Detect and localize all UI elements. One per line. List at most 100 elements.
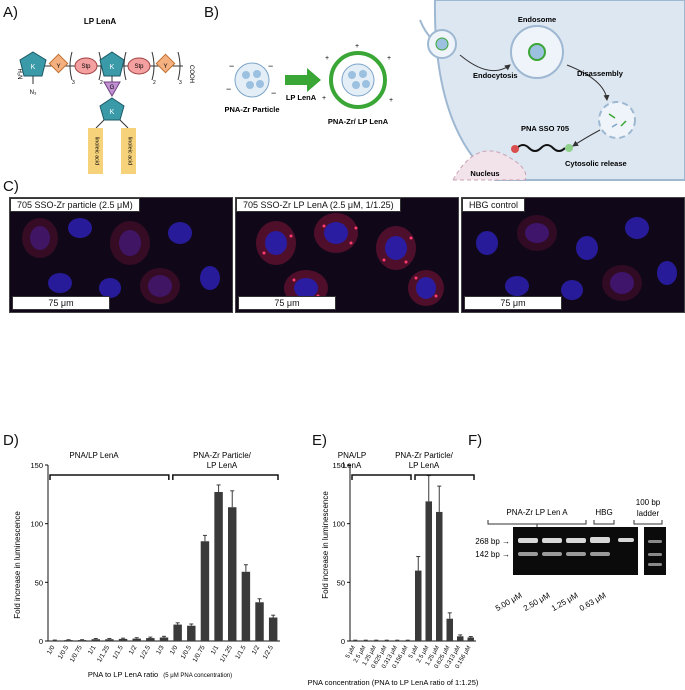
chart-e-group2-line2: LP LenA bbox=[409, 461, 440, 470]
bp-142-label: 142 bp → bbox=[475, 550, 510, 559]
linoleic-acid-chain-2 bbox=[121, 128, 136, 174]
chart-e-ylabel: Fold increase in luminescence bbox=[321, 491, 330, 599]
bar bbox=[393, 640, 401, 641]
complex-label: PNA-Zr/ LP LenA bbox=[328, 117, 389, 126]
stp-repeat-1: 2 bbox=[100, 80, 103, 86]
tyrosine-diamond-1 bbox=[48, 53, 69, 74]
scale-text-3: 75 μm bbox=[500, 298, 526, 308]
scale-bar-2: 75 μm bbox=[238, 296, 336, 310]
gel-electrophoresis-panel: PNA-Zr LP Len A HBG 100 bp ladder 268 bp… bbox=[475, 498, 666, 613]
y-tick-label: 0 bbox=[341, 637, 345, 646]
gel-ladder-label-line2: ladder bbox=[637, 509, 660, 518]
chart-e-group1-line2: LenA bbox=[343, 461, 362, 470]
chart-d-group1-label: PNA/LP LenA bbox=[69, 451, 119, 460]
band-268-lane1 bbox=[518, 538, 538, 543]
chart-d-xlabel-main: PNA to LP LenA ratio bbox=[88, 670, 158, 679]
bar bbox=[241, 571, 251, 641]
chart-e-group1-line1: PNA/LP bbox=[338, 451, 366, 460]
pna-sso-strand bbox=[516, 144, 566, 152]
cell-membrane bbox=[433, 0, 685, 181]
y-tick-label: 150 bbox=[332, 461, 345, 470]
endocytosis-label: Endocytosis bbox=[473, 71, 518, 80]
x-tick-label: 1/1.5 bbox=[234, 644, 247, 660]
y-repeat-1: 3 bbox=[72, 80, 75, 86]
svg-text:+: + bbox=[355, 43, 359, 50]
lp-lena-title: LP LenA bbox=[84, 17, 117, 26]
microscopy-image-particle: 705 SSO-Zr particle (2.5 μM) 75 μm bbox=[9, 197, 233, 313]
linoleic-acid-chain-1 bbox=[88, 128, 103, 174]
bp-268-label: 268 bp → bbox=[475, 537, 510, 546]
bar bbox=[435, 511, 443, 641]
chart-e-pna-concentration: Fold increase in luminescence PNA/LP Len… bbox=[308, 451, 478, 687]
bar bbox=[255, 602, 264, 641]
panel-label-c: C) bbox=[3, 178, 19, 195]
y-tick-label: 100 bbox=[332, 520, 345, 529]
disassembly-label: Disassembly bbox=[577, 69, 624, 78]
chart-e-xlabel: PNA concentration (PNA to LP LenA ratio … bbox=[308, 678, 478, 687]
gel-group-label: PNA-Zr LP Len A bbox=[506, 508, 568, 517]
panel-label-d: D) bbox=[3, 432, 19, 449]
bar bbox=[414, 570, 422, 641]
stp-label-1: Stp bbox=[81, 64, 91, 70]
micro-caption-2: 705 SSO-Zr LP LenA (2.5 μM, 1/1.25) bbox=[236, 198, 401, 212]
pna-sso-label: PNA SSO 705 bbox=[521, 124, 569, 133]
svg-text:+: + bbox=[322, 95, 326, 102]
k-label-bottom: K bbox=[110, 109, 115, 116]
x-tick-label: 1/1.25 bbox=[219, 644, 234, 663]
scale-bar-3: 75 μm bbox=[464, 296, 562, 310]
scale-bar-1: 75 μm bbox=[12, 296, 110, 310]
ladder-band-2 bbox=[648, 553, 662, 556]
panel-label-e: E) bbox=[312, 432, 327, 449]
green-arrow bbox=[285, 68, 321, 92]
x-tick-label: 1/2.5 bbox=[262, 644, 275, 660]
bar bbox=[173, 624, 182, 641]
band-268-hbg bbox=[618, 538, 634, 542]
bar bbox=[200, 541, 210, 641]
panel-label-a: A) bbox=[3, 4, 18, 21]
linoleic-label-2: linoleic acid bbox=[127, 137, 133, 165]
chart-d-group2-label-line2: LP LenA bbox=[207, 461, 238, 470]
ladder-band-3 bbox=[648, 563, 662, 566]
gel-ladder-label-line1: 100 bp bbox=[636, 498, 661, 507]
x-tick-label: 1/0.5 bbox=[57, 644, 70, 660]
bar bbox=[268, 617, 278, 641]
chart-d-xlabel: PNA to LP LenA ratio (5 μM PNA concentra… bbox=[88, 670, 232, 679]
y-tick-label: 150 bbox=[30, 461, 43, 470]
bar bbox=[91, 639, 100, 641]
particle-label: PNA-Zr Particle bbox=[224, 105, 279, 114]
y-tick-label: 100 bbox=[30, 520, 43, 529]
svg-text:+: + bbox=[389, 97, 393, 104]
chart-d-pna-ratio: Fold increase in luminescence PNA/LP Len… bbox=[13, 451, 280, 679]
y-tick-label: 0 bbox=[39, 637, 43, 646]
cells-image-1 bbox=[22, 218, 220, 304]
chart-d-group2-label-line1: PNA-Zr Particle/ bbox=[193, 451, 252, 460]
y-tick-label: 50 bbox=[35, 578, 43, 587]
linoleic-label-1: linoleic acid bbox=[94, 137, 100, 165]
bar bbox=[467, 637, 475, 641]
band-268-lane4 bbox=[590, 537, 610, 543]
stp-label-2: Stp bbox=[134, 64, 144, 70]
bar bbox=[214, 491, 223, 641]
cells-image-3 bbox=[476, 215, 677, 301]
glycine-triangle bbox=[103, 81, 121, 98]
chart-d-ylabel: Fold increase in luminescence bbox=[13, 511, 22, 619]
bar bbox=[105, 639, 114, 641]
svg-text:−: − bbox=[271, 88, 276, 98]
c-terminus-label: COOH bbox=[188, 65, 194, 83]
x-tick-label: 1/1.5 bbox=[111, 644, 124, 660]
x-tick-label: 1/1 bbox=[87, 644, 98, 656]
microscopy-image-lp-lena: 705 SSO-Zr LP LenA (2.5 μM, 1/1.25) 75 μ… bbox=[235, 197, 459, 313]
gel-conc-3: 1.25 μM bbox=[550, 591, 580, 613]
bar bbox=[132, 638, 141, 641]
bar bbox=[64, 640, 73, 641]
panel-label-b: B) bbox=[204, 4, 219, 21]
x-tick-label: 1/0 bbox=[169, 644, 180, 656]
x-tick-label: 1/0.5 bbox=[180, 644, 193, 660]
x-tick-label: 5 μM bbox=[408, 645, 420, 660]
band-142-lane3 bbox=[566, 552, 586, 556]
nucleus bbox=[452, 150, 527, 181]
bar bbox=[146, 638, 155, 641]
k-label-left: K bbox=[31, 64, 36, 71]
band-268-lane3 bbox=[566, 538, 586, 543]
pna-zr-lp-lena-complex bbox=[329, 51, 387, 109]
